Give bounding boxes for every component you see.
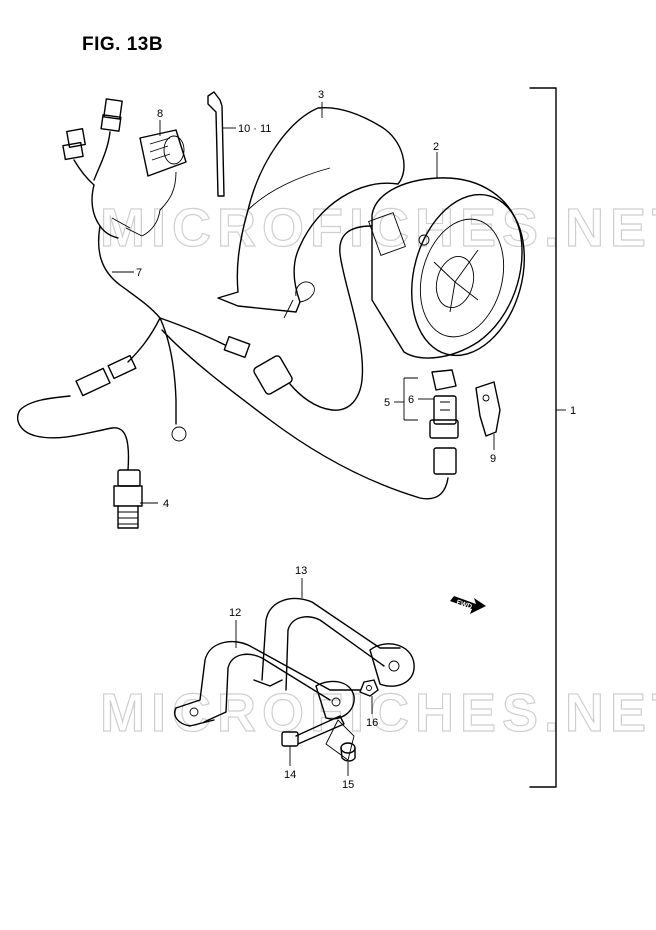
callout-15: 15: [342, 779, 354, 791]
callout-13: 13: [295, 565, 307, 577]
fan-shroud: [217, 106, 405, 319]
callout-8: 8: [157, 108, 163, 120]
callout-4: 4: [163, 498, 169, 510]
callout-10-11: 10 · 11: [238, 123, 271, 135]
cooling-fan: [368, 177, 526, 359]
callout-6: 6: [408, 394, 414, 406]
callout-3: 3: [318, 89, 324, 101]
callout-7: 7: [136, 267, 142, 279]
callout-5: 5: [384, 397, 390, 409]
watermark-bottom: MICROFICHES.NET: [100, 683, 656, 743]
callout-2: 2: [433, 141, 439, 153]
callout-12: 12: [229, 607, 241, 619]
callout-9: 9: [490, 453, 496, 465]
thermo-switch: [113, 469, 143, 529]
figure-title: FIG. 13B: [82, 34, 164, 55]
cable-tie: [207, 91, 225, 197]
callouts: 1 2 3 4 5 6 7 8 9 10 · 11 12 13 14 15 16: [136, 89, 576, 791]
collar: [325, 719, 356, 762]
leader-lines: [112, 102, 495, 776]
callout-16: 16: [366, 717, 378, 729]
nut: [359, 679, 379, 697]
relay-assembly: [403, 369, 459, 475]
relay-bracket: [475, 381, 501, 437]
mounting-bracket-12: [174, 640, 361, 727]
callout-1: 1: [570, 405, 576, 417]
wiring-harness: [17, 98, 449, 500]
watermark-top: MICROFICHES.NET: [100, 198, 656, 258]
fwd-label: FWD: [455, 599, 472, 611]
fwd-arrow-icon: FWD: [450, 596, 486, 614]
callout-14: 14: [284, 769, 296, 781]
mounting-bracket-13: [253, 597, 415, 691]
assembly-bracket: [529, 87, 566, 788]
relay: [139, 129, 187, 211]
